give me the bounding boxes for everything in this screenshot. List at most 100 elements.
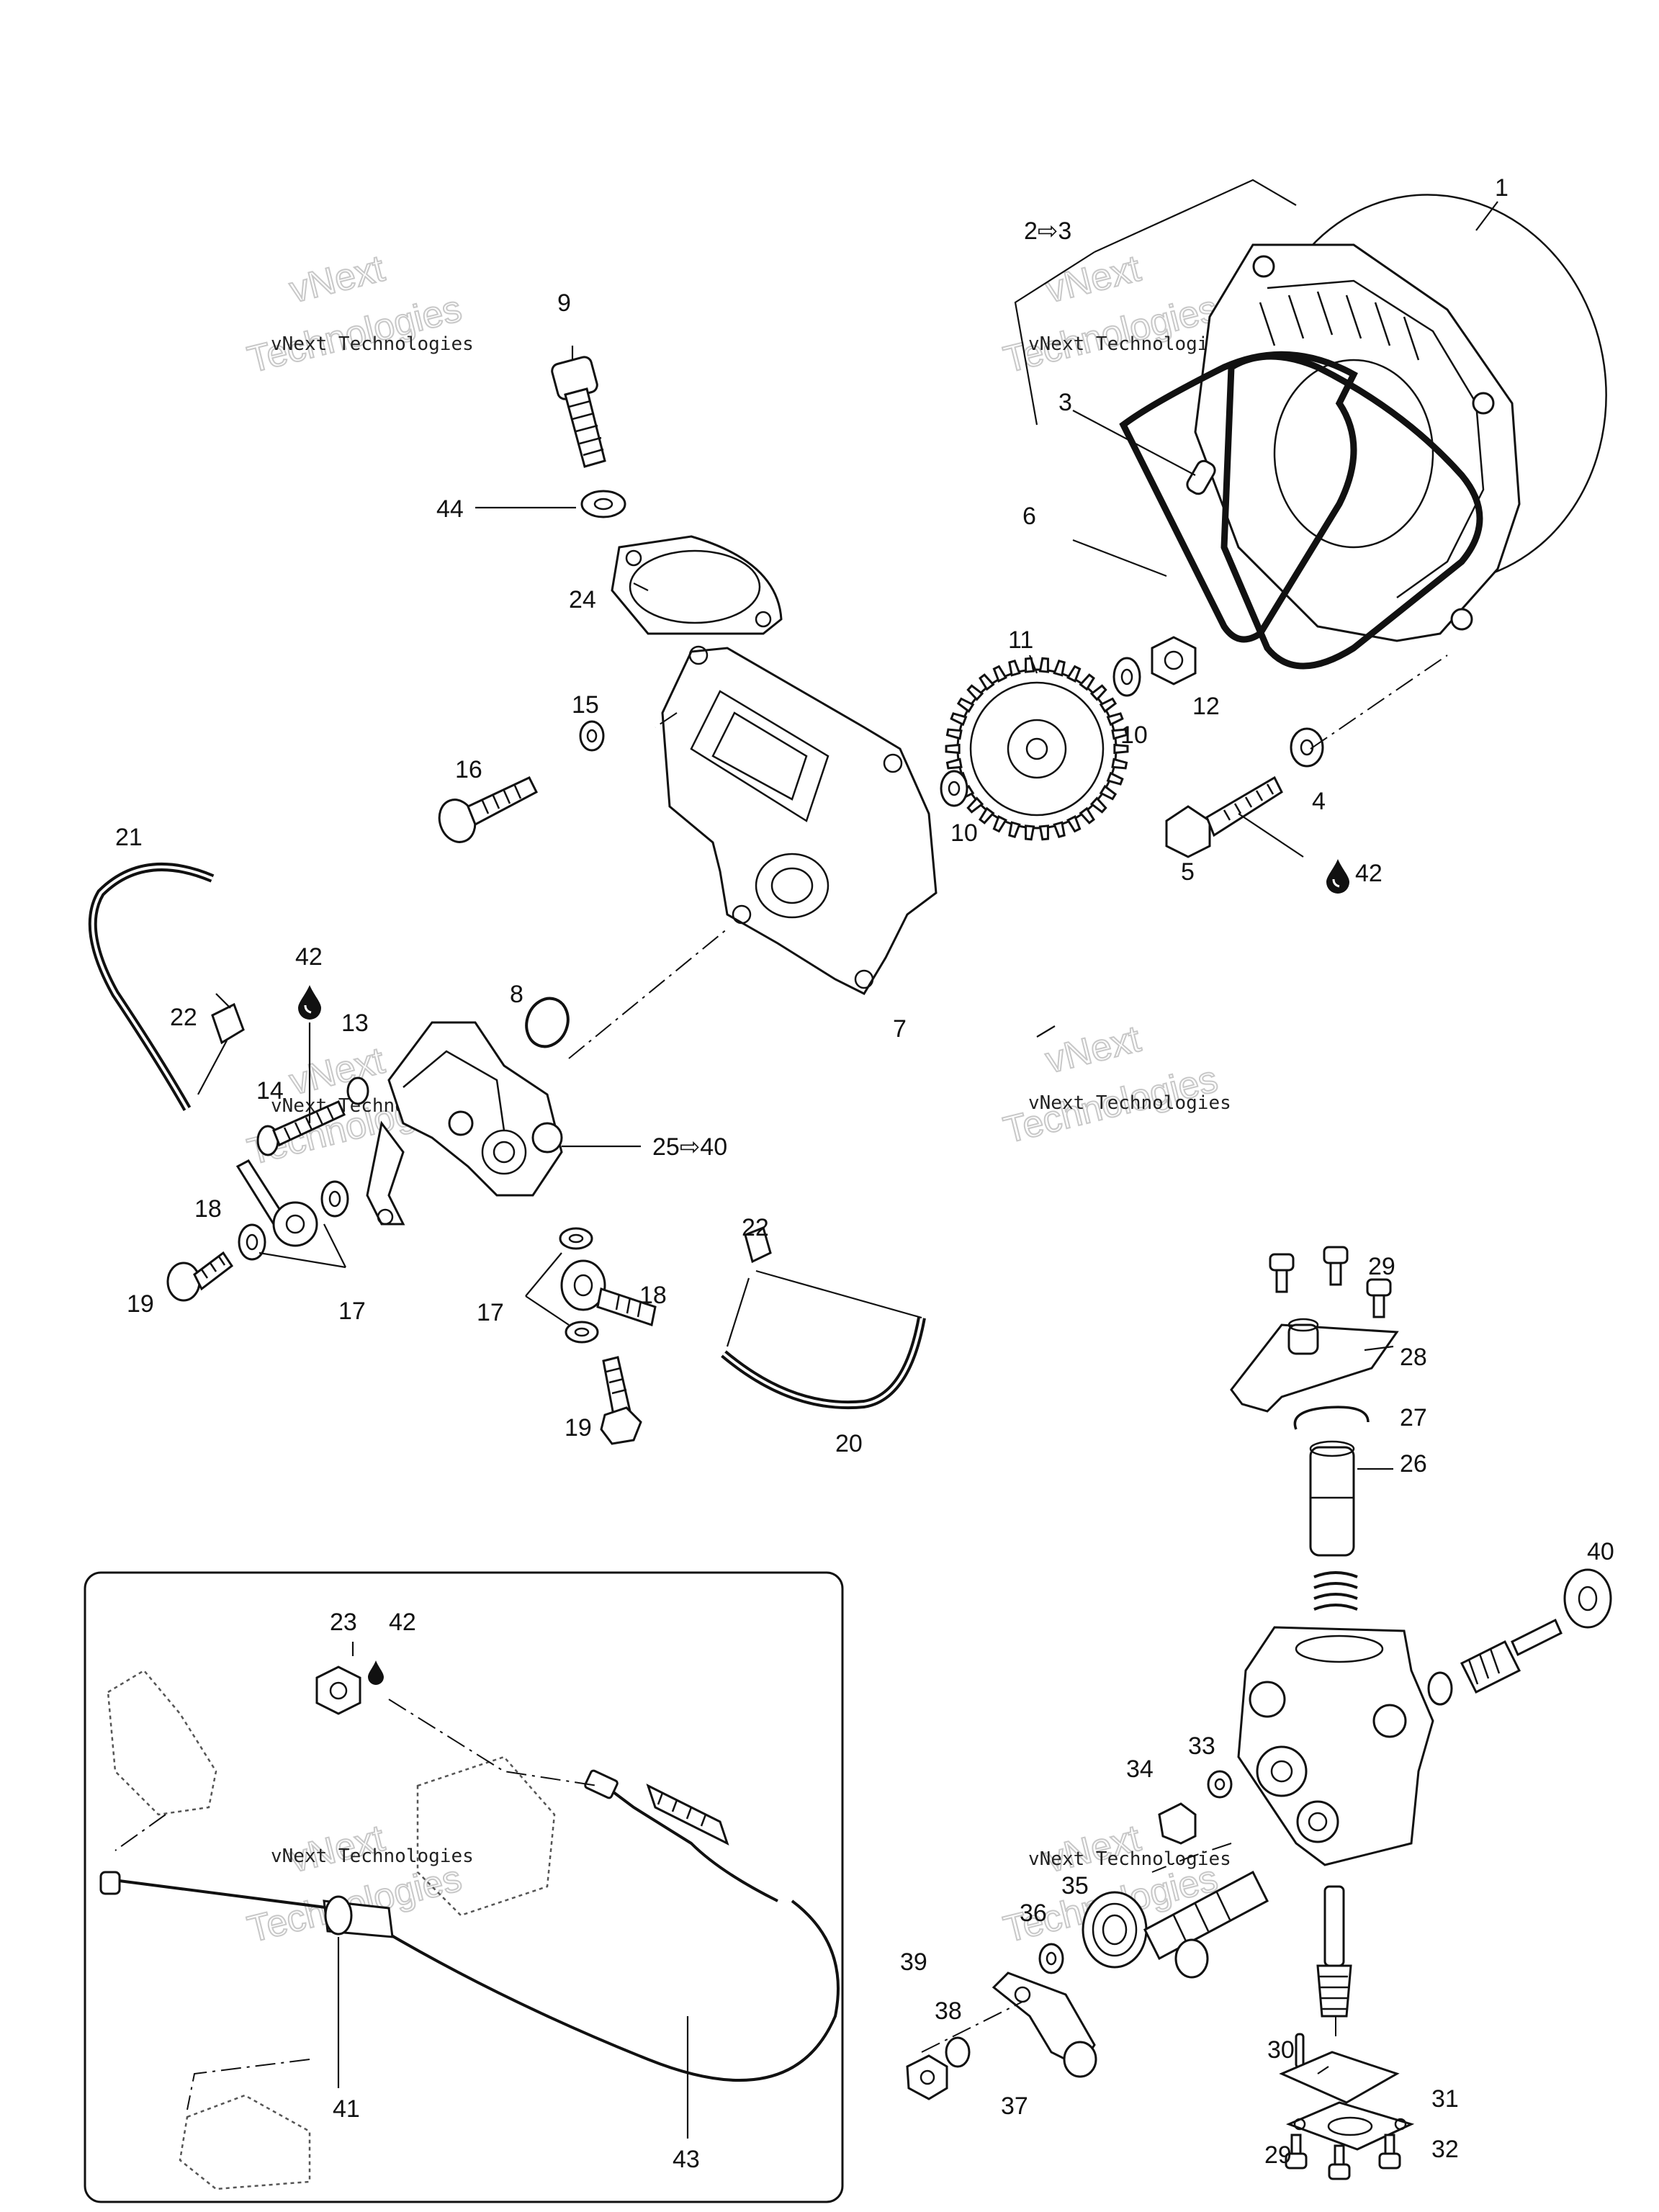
label-29-bottom: 29 [1264, 2141, 1292, 2169]
pump-body [1237, 1626, 1434, 1866]
gear-tooth [1111, 728, 1128, 740]
part-spring [1313, 1571, 1358, 1611]
gear-tooth [1111, 757, 1128, 770]
part-34-plug [1158, 1802, 1197, 1845]
label-9: 9 [557, 289, 571, 317]
label-30: 30 [1267, 2036, 1295, 2064]
part-39-nut [906, 2054, 948, 2100]
gear-tooth [979, 673, 995, 691]
watermark-caption-3: vNext Technologies [1028, 1092, 1231, 1114]
label-19-middle: 19 [565, 1414, 592, 1442]
gear-tooth [966, 796, 984, 814]
watermark-caption-6: vNext Technologies [1028, 1848, 1231, 1870]
label-37: 37 [1001, 2092, 1028, 2120]
watermark-2: vNext Technologies [999, 247, 1223, 382]
part-40-check-valve [1427, 1568, 1612, 1706]
watermark-caption-2: vNext Technologies [1028, 333, 1231, 355]
part-18-banjo-fitting-middle [560, 1259, 657, 1326]
part-9-socket-screw [551, 356, 606, 468]
gear-tooth [1053, 821, 1066, 839]
label-10-upper: 10 [1120, 721, 1148, 749]
part-43-throttle-cable [99, 1769, 840, 2082]
part-35-spring [1082, 1891, 1148, 1969]
watermark-1: vNext Technologies [243, 247, 467, 382]
part-24-gasket [611, 535, 783, 635]
label-33: 33 [1188, 1732, 1215, 1760]
part-26-plunger [1309, 1440, 1355, 1557]
gear-tooth [956, 697, 975, 714]
label-39: 39 [900, 1948, 927, 1976]
gear-tooth [1106, 712, 1124, 727]
part-number-labels: 1 2⇨3 3 4 5 6 7 8 9 10 10 11 12 13 14 15… [115, 174, 1614, 2173]
gear-tooth [945, 728, 963, 740]
label-26: 26 [1400, 1450, 1427, 1478]
center-lines [114, 655, 1448, 2110]
gear-tooth [1079, 806, 1095, 824]
part-5-bolt [1165, 775, 1283, 858]
gear-tooth [1089, 796, 1107, 814]
gear-tooth [1066, 665, 1082, 683]
label-31: 31 [1431, 2085, 1459, 2113]
gear-tooth [1106, 771, 1124, 786]
part-20-oil-hose [721, 1316, 926, 1410]
label-20: 20 [835, 1430, 863, 1457]
part-29-screws-bottom [1285, 2134, 1401, 2180]
part-10-washer-upper [1112, 657, 1141, 697]
part-19-banjo-bolt-left [166, 1251, 234, 1302]
label-5: 5 [1181, 858, 1195, 886]
part-21-oil-hose [88, 863, 215, 1111]
watermark-caption-1: vNext Technologies [271, 333, 474, 355]
label-7: 7 [893, 1015, 907, 1043]
part-22-hose-clamp-right [744, 1226, 772, 1264]
label-43: 43 [673, 2146, 700, 2173]
label-16: 16 [455, 756, 482, 783]
gear-tooth [1008, 821, 1021, 839]
label-23: 23 [330, 1609, 357, 1636]
gear-tooth [1038, 824, 1049, 841]
part-27-retaining-ring [1293, 1406, 1370, 1430]
ghost-housing [107, 1669, 556, 2190]
watermark-word-1: vNext [285, 1040, 389, 1104]
part-37-lever [992, 1972, 1097, 2078]
label-44: 44 [436, 495, 464, 523]
label-22-left: 22 [170, 1004, 197, 1031]
gear-tooth [945, 743, 961, 755]
label-10-lower: 10 [950, 819, 978, 847]
label-18-left: 18 [194, 1195, 222, 1223]
part-15-lock-washer [579, 720, 605, 752]
gear-tooth [1025, 824, 1035, 841]
label-3: 3 [1058, 389, 1072, 416]
part-36-washer [1038, 1943, 1064, 1974]
part-10-washer-lower [940, 770, 968, 807]
label-35: 35 [1061, 1872, 1089, 1899]
gear-tooth [979, 806, 995, 824]
leader-lines [197, 179, 1498, 2139]
part-12-nut [1151, 636, 1197, 685]
label-42-left: 42 [295, 943, 323, 971]
part-worm-shaft [1316, 1885, 1352, 2018]
gear-tooth [1066, 815, 1082, 833]
watermark-word-1: vNext [1041, 1018, 1145, 1082]
label-8: 8 [510, 981, 523, 1008]
label-4: 4 [1312, 788, 1326, 815]
label-1: 1 [1495, 174, 1509, 202]
watermark-word-1: vNext [285, 248, 389, 312]
label-19-left: 19 [127, 1290, 154, 1318]
part-30-pin [1295, 2033, 1305, 2069]
gear-tooth [1053, 659, 1066, 677]
part-28-cover-plate [1230, 1318, 1399, 1413]
label-17-left: 17 [338, 1298, 366, 1325]
part-8-o-ring [525, 997, 570, 1048]
part-33-washer [1207, 1770, 1233, 1799]
label-17-middle: 17 [477, 1299, 504, 1326]
part-19-banjo-bolt-middle [600, 1356, 642, 1445]
label-25-40: 25⇨40 [652, 1133, 727, 1161]
part-pump-shaft [1143, 1870, 1269, 1979]
label-11: 11 [1008, 626, 1033, 654]
label-42-inset: 42 [389, 1609, 416, 1636]
label-14: 14 [256, 1077, 284, 1105]
label-13: 13 [341, 1010, 369, 1037]
gear-tooth [992, 665, 1007, 683]
gear-tooth [1113, 743, 1129, 755]
